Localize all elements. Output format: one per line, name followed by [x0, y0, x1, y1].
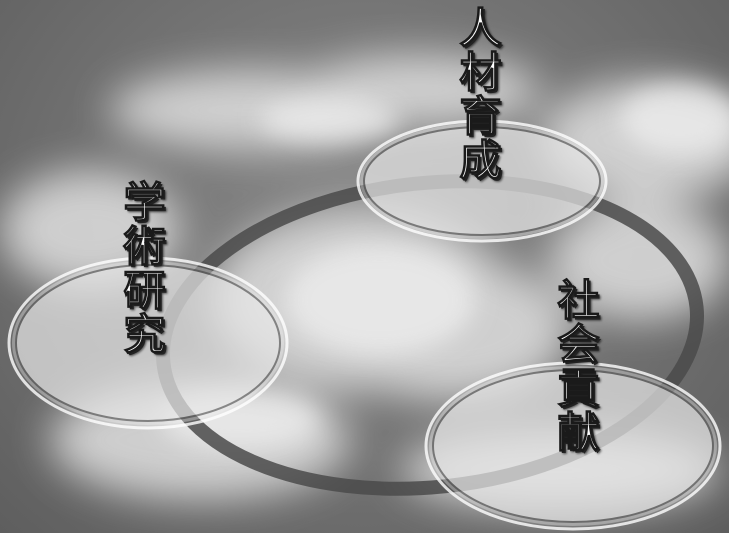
- label-talent-development: 人材育成: [452, 5, 502, 182]
- node-talent-development: [356, 119, 608, 243]
- label-academic-research: 学術研究: [116, 179, 166, 356]
- label-social-contribution: 社会貢献: [550, 277, 600, 454]
- node-social-contribution: [424, 361, 722, 531]
- node-academic-research: [7, 256, 289, 430]
